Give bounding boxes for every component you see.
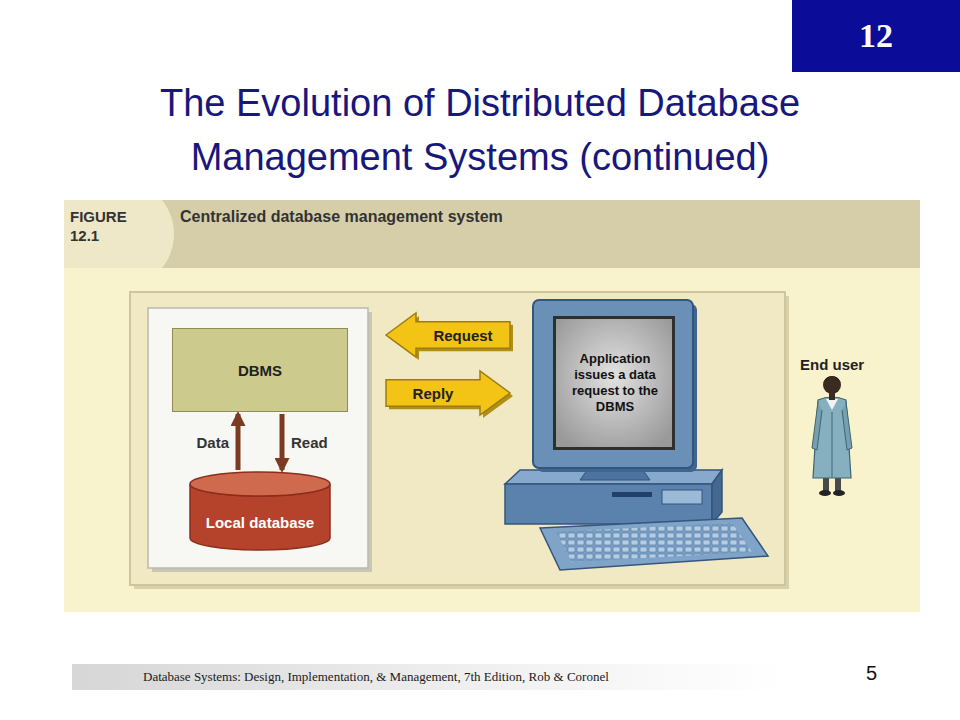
flow-label: Read xyxy=(291,434,328,451)
coat xyxy=(813,397,851,478)
box-label: DBMS xyxy=(238,362,282,379)
coat-seam xyxy=(832,412,833,478)
dbms-box: DBMS xyxy=(172,328,348,412)
head xyxy=(823,376,841,394)
page-number: 5 xyxy=(866,662,877,685)
band-fill xyxy=(64,200,920,268)
computer-case xyxy=(505,484,712,524)
screen xyxy=(556,319,672,447)
flow-arrow xyxy=(280,414,285,470)
screen-message: Application issues a data request to the… xyxy=(563,326,667,440)
database-cylinder-shape xyxy=(190,472,330,550)
monitor-back xyxy=(537,304,697,472)
cylinder-label: Local database xyxy=(206,514,314,531)
neck xyxy=(829,393,835,400)
monitor xyxy=(533,300,693,468)
screen-bezel xyxy=(553,316,675,450)
arrow-label: Request xyxy=(433,327,492,344)
case-side xyxy=(712,470,722,524)
cylinder-top xyxy=(190,472,330,496)
footer-bar: Database Systems: Design, Implementation… xyxy=(72,664,784,690)
drive-slot xyxy=(612,492,652,497)
database-cylinder: Local database xyxy=(190,472,330,550)
flow-label: Data xyxy=(196,434,229,451)
reply-arrow: Reply xyxy=(386,371,510,415)
shoe xyxy=(819,490,831,496)
chapter-number: 12 xyxy=(859,17,893,55)
drive-bay xyxy=(662,490,702,504)
flow-arrow xyxy=(236,414,241,470)
block-arrow xyxy=(386,313,510,357)
arm xyxy=(842,402,852,450)
inner-frame xyxy=(130,292,785,585)
arm xyxy=(812,402,822,450)
edge-label-wrap: Read xyxy=(291,434,328,451)
hair xyxy=(823,376,841,383)
band-tab xyxy=(64,200,174,268)
label-wrap: 5 xyxy=(866,662,877,685)
figure-caption: Centralized database management system xyxy=(180,208,503,226)
figure-panel xyxy=(64,268,920,612)
figure-band: FIGURE 12.1 Centralized database manageme… xyxy=(64,200,920,268)
screen-text: Application issues a data request to the… xyxy=(564,351,666,415)
edge-label-wrap: Data xyxy=(196,434,229,451)
keyboard-keys xyxy=(556,523,752,562)
figure-number: FIGURE 12.1 xyxy=(70,207,144,245)
keyboard xyxy=(540,518,768,570)
server-panel xyxy=(148,308,368,568)
label-wrap: End user xyxy=(800,356,864,373)
arrow-label: Reply xyxy=(413,385,454,402)
shoe xyxy=(833,490,845,496)
actor-label: End user xyxy=(800,356,864,373)
request-arrow: Request xyxy=(386,313,510,357)
title-wrap: The Evolution of Distributed Database Ma… xyxy=(120,76,840,184)
footer-text: Database Systems: Design, Implementation… xyxy=(143,669,609,685)
block-arrow xyxy=(386,371,510,415)
collar xyxy=(826,399,838,410)
slide-title: The Evolution of Distributed Database Ma… xyxy=(120,76,840,184)
chapter-box: 12 xyxy=(792,0,960,72)
end-user-figure xyxy=(812,376,852,496)
